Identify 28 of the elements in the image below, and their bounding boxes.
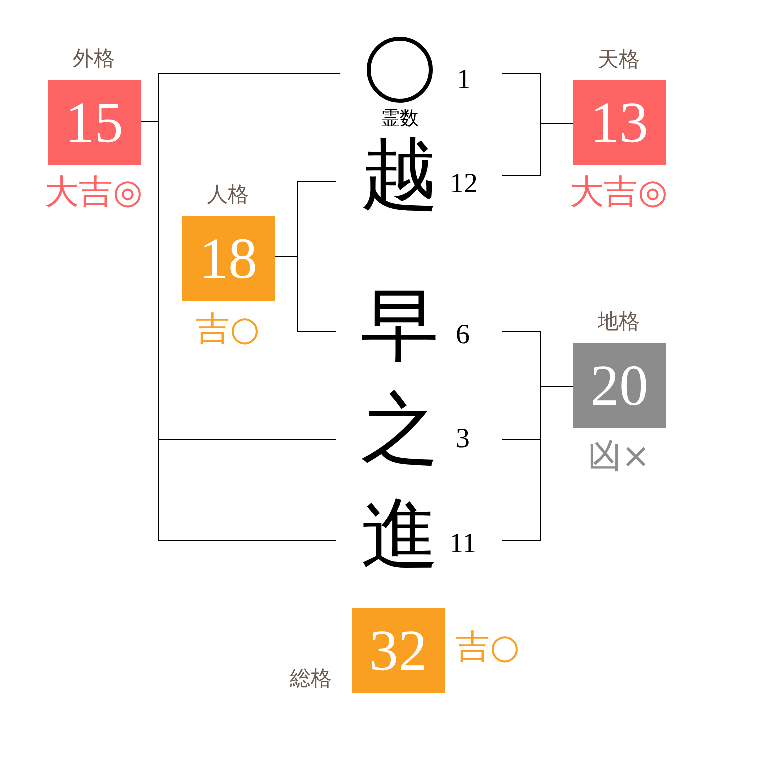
category-label: 総格 (290, 667, 332, 691)
name-character: 之 (361, 391, 439, 469)
stroke-count: 1 (457, 66, 471, 96)
bracket-line (502, 123, 574, 176)
name-character: 越 (361, 136, 439, 214)
name-character: 早 (361, 287, 439, 365)
score-box: 15 (48, 80, 141, 165)
verdict-text: 大吉◎ (570, 174, 668, 212)
category-label: 外格 (73, 47, 115, 71)
verdict-text: 吉○ (196, 311, 260, 349)
score-box: 13 (573, 80, 666, 165)
category-label: 人格 (207, 183, 249, 207)
category-label: 天格 (598, 48, 640, 72)
caption-label: 霊数 (381, 108, 419, 130)
stroke-count: 6 (456, 320, 470, 352)
bracket-line (502, 386, 574, 541)
verdict-text: 大吉◎ (45, 174, 143, 212)
name-character: 進 (361, 496, 439, 574)
score-box: 18 (182, 216, 275, 301)
score-box: 32 (352, 608, 445, 693)
stroke-count: 11 (450, 530, 476, 560)
category-label: 地格 (598, 310, 640, 334)
verdict-text: 吉○ (456, 629, 520, 667)
bracket-line (274, 256, 336, 332)
stroke-count: 12 (450, 170, 478, 200)
score-box: 20 (573, 343, 666, 428)
verdict-text: 凶× (588, 438, 650, 476)
stroke-count: 3 (456, 424, 470, 456)
